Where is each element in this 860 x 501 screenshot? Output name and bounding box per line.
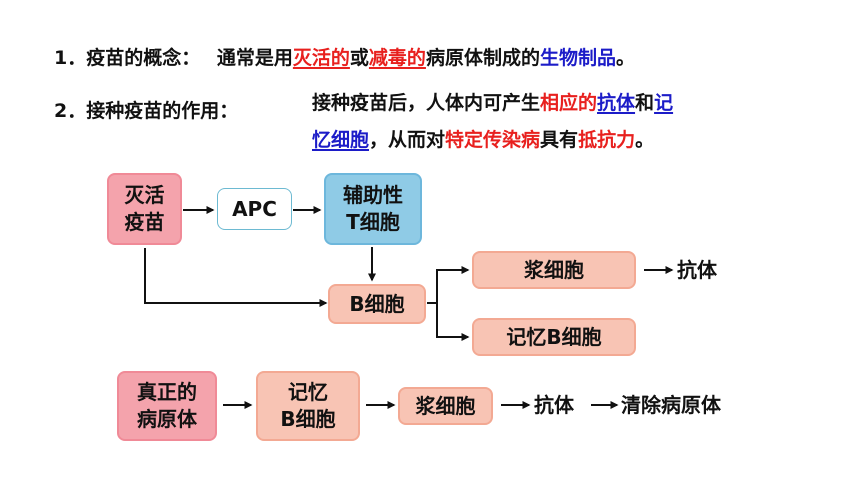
real-pathogen-box: 真正的病原体: [117, 371, 217, 441]
effect-text-2: 和: [635, 92, 655, 114]
concept-text-4: 。: [615, 47, 635, 69]
plasma-cell-box-2: 浆细胞: [398, 387, 493, 425]
concept-biological-product: 生物制品: [539, 47, 616, 69]
concept-line: 1．疫苗的概念： 通常是用灭活的或减毒的病原体制成的生物制品。: [54, 44, 635, 72]
effect-heading: 2．接种疫苗的作用：: [54, 97, 238, 125]
effect-number: 2．: [54, 100, 87, 122]
concept-text-1: 通常是用: [216, 47, 293, 69]
concept-number: 1．: [54, 47, 87, 69]
antibody-label-2: 抗体: [534, 393, 574, 417]
effect-text-1: 接种疫苗后，人体内可产生: [312, 92, 541, 114]
effect-resistance: 抵抗力: [578, 129, 636, 151]
effect-memory-a: 记: [654, 92, 674, 114]
arrow-b-to-memory: [436, 303, 470, 341]
effect-line-2: 忆细胞，从而对特定传染病具有抵抗力。: [312, 126, 654, 154]
effect-corresponding: 相应的: [540, 92, 598, 114]
concept-text-3: 病原体制成的: [425, 47, 540, 69]
effect-antibody: 抗体: [597, 92, 636, 114]
effect-memory-b: 忆细胞: [312, 129, 370, 151]
b-cell-box: B细胞: [328, 284, 426, 324]
antibody-label: 抗体: [677, 258, 717, 282]
effect-text-4: 具有: [540, 129, 579, 151]
clear-pathogen-label: 清除病原体: [621, 393, 721, 417]
inactivated-vaccine-box: 灭活疫苗: [107, 173, 182, 245]
concept-attenuated: 减毒的: [368, 47, 426, 69]
concept-label: 疫苗的概念：: [86, 47, 201, 69]
plasma-cell-box: 浆细胞: [472, 251, 636, 289]
arrow-b-to-plasma: [436, 266, 470, 303]
effect-text-5: 。: [635, 129, 655, 151]
arrow-vaccine-to-b: [144, 248, 328, 307]
effect-line-1: 接种疫苗后，人体内可产生相应的抗体和记: [312, 89, 673, 117]
memory-b-cell-box: 记忆B细胞: [472, 318, 636, 356]
effect-specific-disease: 特定传染病: [445, 129, 541, 151]
concept-inactivated: 灭活的: [292, 47, 350, 69]
concept-text-2: 或: [349, 47, 369, 69]
apc-box: APC: [217, 188, 292, 230]
effect-text-3: ，从而对: [369, 129, 446, 151]
effect-label: 接种疫苗的作用：: [86, 100, 239, 122]
